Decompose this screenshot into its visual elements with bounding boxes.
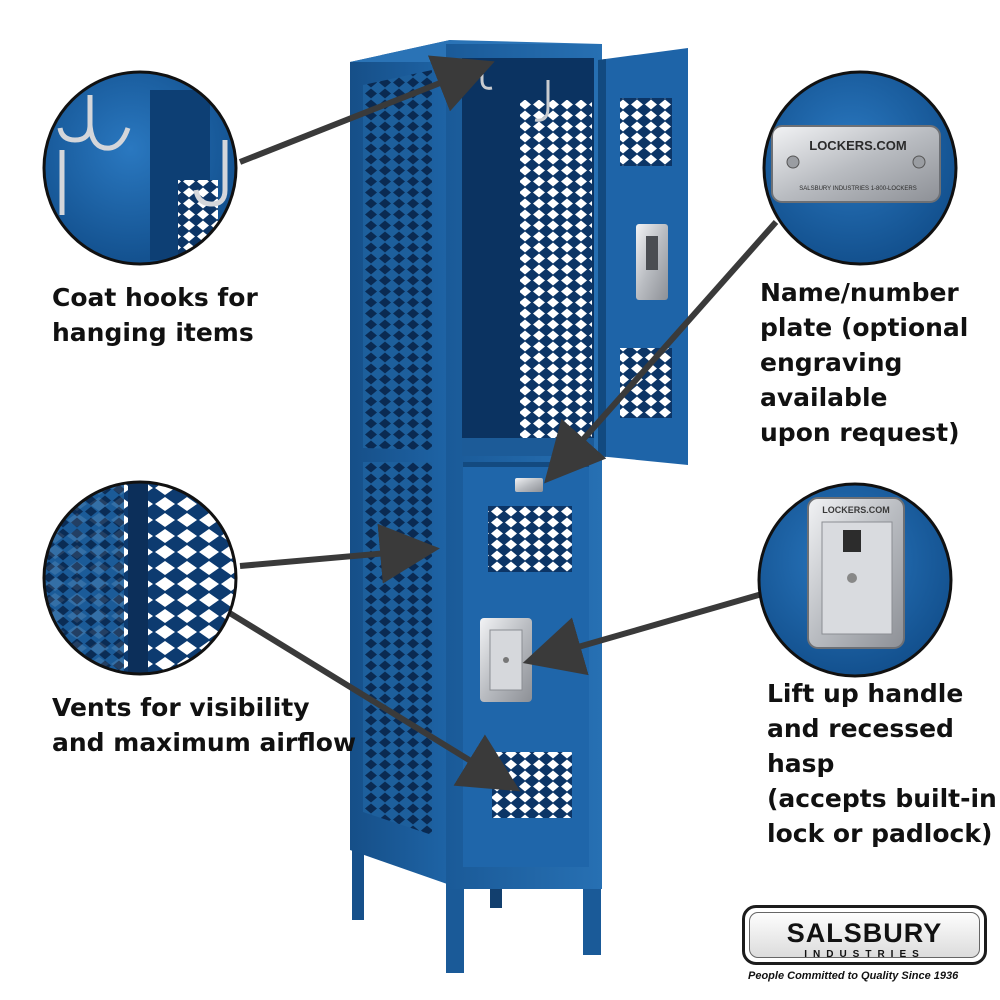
coat-hook-icon [534,80,550,122]
door-vent-top [620,98,672,166]
caption-coat-hooks: Coat hooks for hanging items [52,283,258,347]
locker-leg-front-left [446,880,464,973]
door-latch-slot [646,236,658,270]
door-edge [598,59,606,457]
locker [350,40,688,973]
zoom-circle-vents [42,480,238,676]
side-vent-lower [363,462,432,835]
zoom-circle-handle: LOCKERS.COM [757,482,953,678]
caption-name-plate: Name/number plate (optional engraving av… [760,278,969,447]
lower-door-shadow [463,462,589,467]
brand-logo: SALSBURY INDUSTRIES [742,905,987,965]
lower-door-vent-top [488,506,572,572]
brand-tagline: People Committed to Quality Since 1936 [748,970,959,982]
logo-plate: SALSBURY INDUSTRIES [749,912,980,960]
side-vent-upper [363,70,432,450]
lower-door-vent-bottom [492,752,572,818]
door-vent-bottom [620,348,672,418]
plate-top-text: LOCKERS.COM [809,138,907,153]
callout-arrow-icon [522,591,763,676]
interior-back-vent [520,100,592,445]
name-plate-icon [771,125,941,203]
callout-arrows [226,55,779,792]
hasp-rivet [503,657,509,663]
callout-arrow-icon [239,523,440,584]
zoom-circle-hooks [42,70,238,266]
name-plate-icon [515,478,543,492]
logo-name: SALSBURY [786,918,943,948]
caption-handle: Lift up handle and recessed hasp (accept… [767,679,997,848]
coat-hook-icon [57,95,131,151]
zoom-circle-plate: LOCKERS.COM SALSBURY INDUSTRIES 1-800-LO… [762,70,958,266]
locker-leg-front-right [583,870,601,955]
caption-vents: Vents for visibility and maximum airflow [52,693,357,757]
coat-hook-icon [193,140,228,207]
callout-arrow-icon [544,220,779,484]
locker-leg-back-left [352,840,364,920]
logo-sub: INDUSTRIES [804,949,925,960]
callout-arrow-icon [238,55,495,165]
callout-arrow-icon [226,609,521,792]
hasp-text: LOCKERS.COM [822,505,890,515]
plate-bottom-text: SALSBURY INDUSTRIES 1-800-LOCKERS [799,186,917,192]
